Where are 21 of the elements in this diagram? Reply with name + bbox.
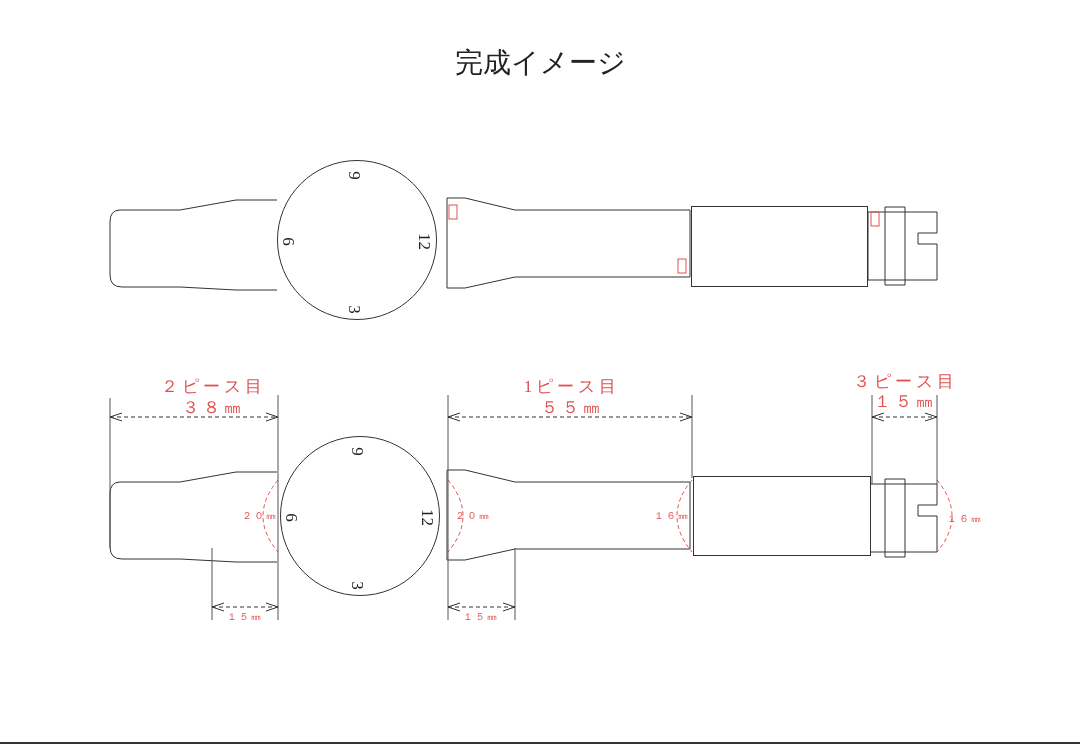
dimension-label: 1ピース目 <box>523 377 621 395</box>
hour-number: 6 <box>279 237 297 246</box>
dimension-label: ３８㎜ <box>181 398 245 416</box>
watch-body-box <box>691 206 868 287</box>
hour-number: 3 <box>348 581 366 590</box>
dimension-label: １５㎜ <box>873 392 937 410</box>
hour-number: 3 <box>345 305 363 314</box>
dimension-label: ２０㎜ <box>455 511 491 521</box>
watch-body-box <box>693 476 871 556</box>
hour-number: 9 <box>345 171 363 180</box>
dimension-label: １５㎜ <box>463 612 499 622</box>
dimension-label: ５５㎜ <box>540 398 604 416</box>
diagram-title: 完成イメージ <box>453 46 627 80</box>
hour-number: 6 <box>282 513 300 522</box>
hour-number: 12 <box>419 509 436 526</box>
dimension-label: １５㎜ <box>227 612 263 622</box>
dimension-label: ３ピース目 <box>852 372 958 390</box>
hour-number: 12 <box>416 233 433 250</box>
dimension-label: １６㎜ <box>947 514 983 524</box>
hour-number: 9 <box>348 447 366 456</box>
dimension-label: ２ピース目 <box>160 377 266 395</box>
